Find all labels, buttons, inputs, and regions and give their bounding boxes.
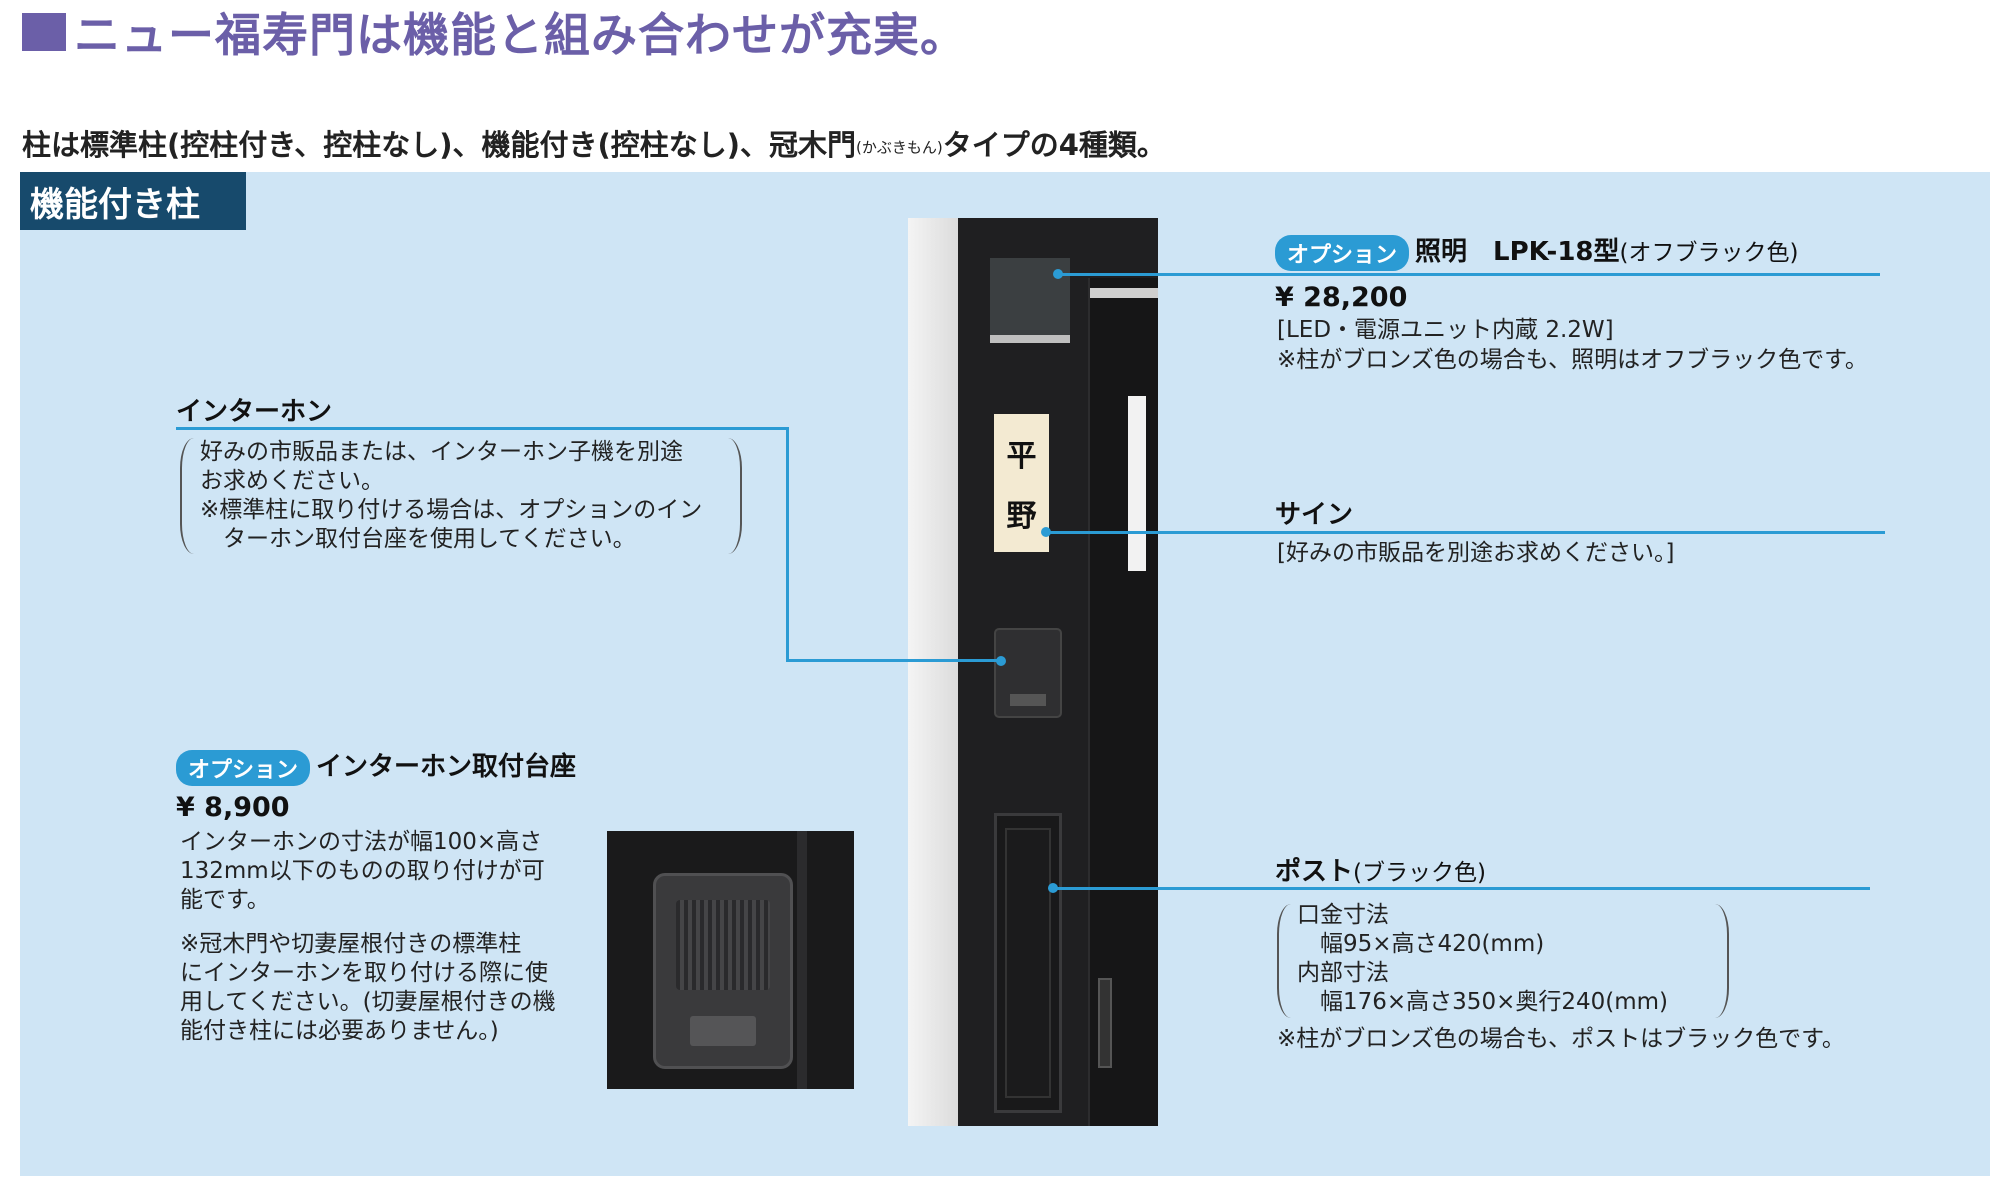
photo-gate-glass (1128, 396, 1146, 571)
photo-wall (908, 218, 958, 1126)
intercom-base-line-2: 132mm以下のものの取り付けが可 (180, 858, 545, 884)
intercom-base-price: ¥ 8,900 (176, 792, 290, 823)
inset-intercom-device (653, 873, 793, 1069)
intercom-line-4: ターホン取付台座を使用してください。 (200, 526, 636, 552)
inset-call-button (690, 1016, 756, 1046)
inset-post-edge (797, 831, 807, 1089)
intercom-title: インターホン (176, 397, 333, 427)
lighting-option-badge: オプション (1275, 234, 1410, 271)
intercom-line-2: お求めください。 (200, 468, 384, 494)
inset-speaker-grill (676, 900, 770, 990)
lighting-price: ¥ 28,200 (1275, 282, 1408, 313)
intercom-base-note-1: ※冠木門や切妻屋根付きの標準柱 (180, 931, 522, 957)
intercom-base-option-badge: オプション (176, 749, 311, 786)
sign-title: サイン (1275, 500, 1354, 530)
post-connector (1052, 887, 1870, 890)
post-line-4: 幅176×高さ350×奥行240(mm) (1297, 989, 1668, 1015)
subheading: 柱は標準柱(控柱付き、控柱なし)、機能付き(控柱なし)、冠木門(かぶきもん)タイ… (22, 122, 1166, 164)
post-title: ポスト(ブラック色) (1275, 851, 1486, 888)
lighting-color: (オフブラック色) (1619, 240, 1799, 266)
photo-mailbox (994, 813, 1062, 1113)
post-color: (ブラック色) (1353, 860, 1486, 886)
photo-mailbox-slot (1005, 828, 1051, 1098)
intercom-base-note-2: にインターホンを取り付ける際に使 (180, 960, 548, 986)
post-connector-dot (1048, 883, 1058, 893)
headline-square-icon (22, 13, 66, 51)
intercom-connector-h1 (176, 427, 788, 430)
intercom-line-1: 好みの市販品または、インターホン子機を別途 (200, 439, 683, 465)
photo-intercom (994, 628, 1062, 718)
intercom-connector-dot (996, 656, 1006, 666)
subheading-tail: タイプの4種類。 (942, 128, 1166, 162)
intercom-base-line-1: インターホンの寸法が幅100×高さ (180, 829, 543, 855)
intercom-base-photo (607, 831, 854, 1089)
sign-text: [好みの市販品を別途お求めください。] (1277, 540, 1675, 566)
post-line-2: 幅95×高さ420(mm) (1297, 931, 1545, 957)
intercom-line-3: ※標準柱に取り付ける場合は、オプションのイン (200, 497, 703, 523)
post-line-1: 口金寸法 (1297, 902, 1389, 928)
intercom-base-title: オプションインターホン取付台座 (176, 746, 576, 786)
intercom-bracket (180, 438, 742, 554)
subheading-ruby: (かぶきもん) (856, 138, 943, 157)
photo-gate-bar (1090, 288, 1158, 298)
nameplate-char-1: 平 (1006, 439, 1037, 474)
lighting-connector (1057, 273, 1880, 276)
intercom-base-line-3: 能です。 (180, 887, 270, 913)
intercom-base-note-3: 用してください。(切妻屋根付きの機 (180, 989, 556, 1015)
intercom-base-name: インターホン取付台座 (316, 752, 577, 782)
subheading-main: 柱は標準柱(控柱付き、控柱なし)、機能付き(控柱なし)、冠木門 (22, 128, 856, 162)
photo-intercom-button (1010, 694, 1046, 706)
page-headline: ニュー福寿門は機能と組み合わせが充実。 (22, 2, 967, 62)
lighting-name: 照明 LPK-18型 (1415, 237, 1620, 267)
intercom-base-note-4: 能付き柱には必要ありません。) (180, 1018, 499, 1044)
intercom-connector-v (786, 427, 789, 661)
post-line-3: 内部寸法 (1297, 960, 1389, 986)
photo-gate-handle (1098, 978, 1112, 1068)
section-label: 機能付き柱 (20, 172, 246, 230)
post-bracket (1277, 904, 1729, 1018)
photo-nameplate: 平 野 (994, 414, 1049, 552)
lighting-connector-dot (1053, 269, 1063, 279)
lighting-spec: [LED・電源ユニット内蔵 2.2W] (1277, 317, 1614, 343)
post-name: ポスト (1275, 857, 1354, 887)
lighting-title: オプション照明 LPK-18型(オフブラック色) (1275, 231, 1798, 271)
post-note: ※柱がブロンズ色の場合も、ポストはブラック色です。 (1277, 1026, 1845, 1052)
gate-post-photo: 平 野 (908, 218, 1158, 1126)
intercom-connector-h2 (786, 659, 1001, 662)
lighting-note: ※柱がブロンズ色の場合も、照明はオフブラック色です。 (1277, 347, 1868, 373)
sign-connector-dot (1041, 527, 1051, 537)
sign-connector (1045, 531, 1885, 534)
nameplate-char-2: 野 (1006, 499, 1037, 534)
headline-text: ニュー福寿門は機能と組み合わせが充実。 (74, 8, 967, 62)
